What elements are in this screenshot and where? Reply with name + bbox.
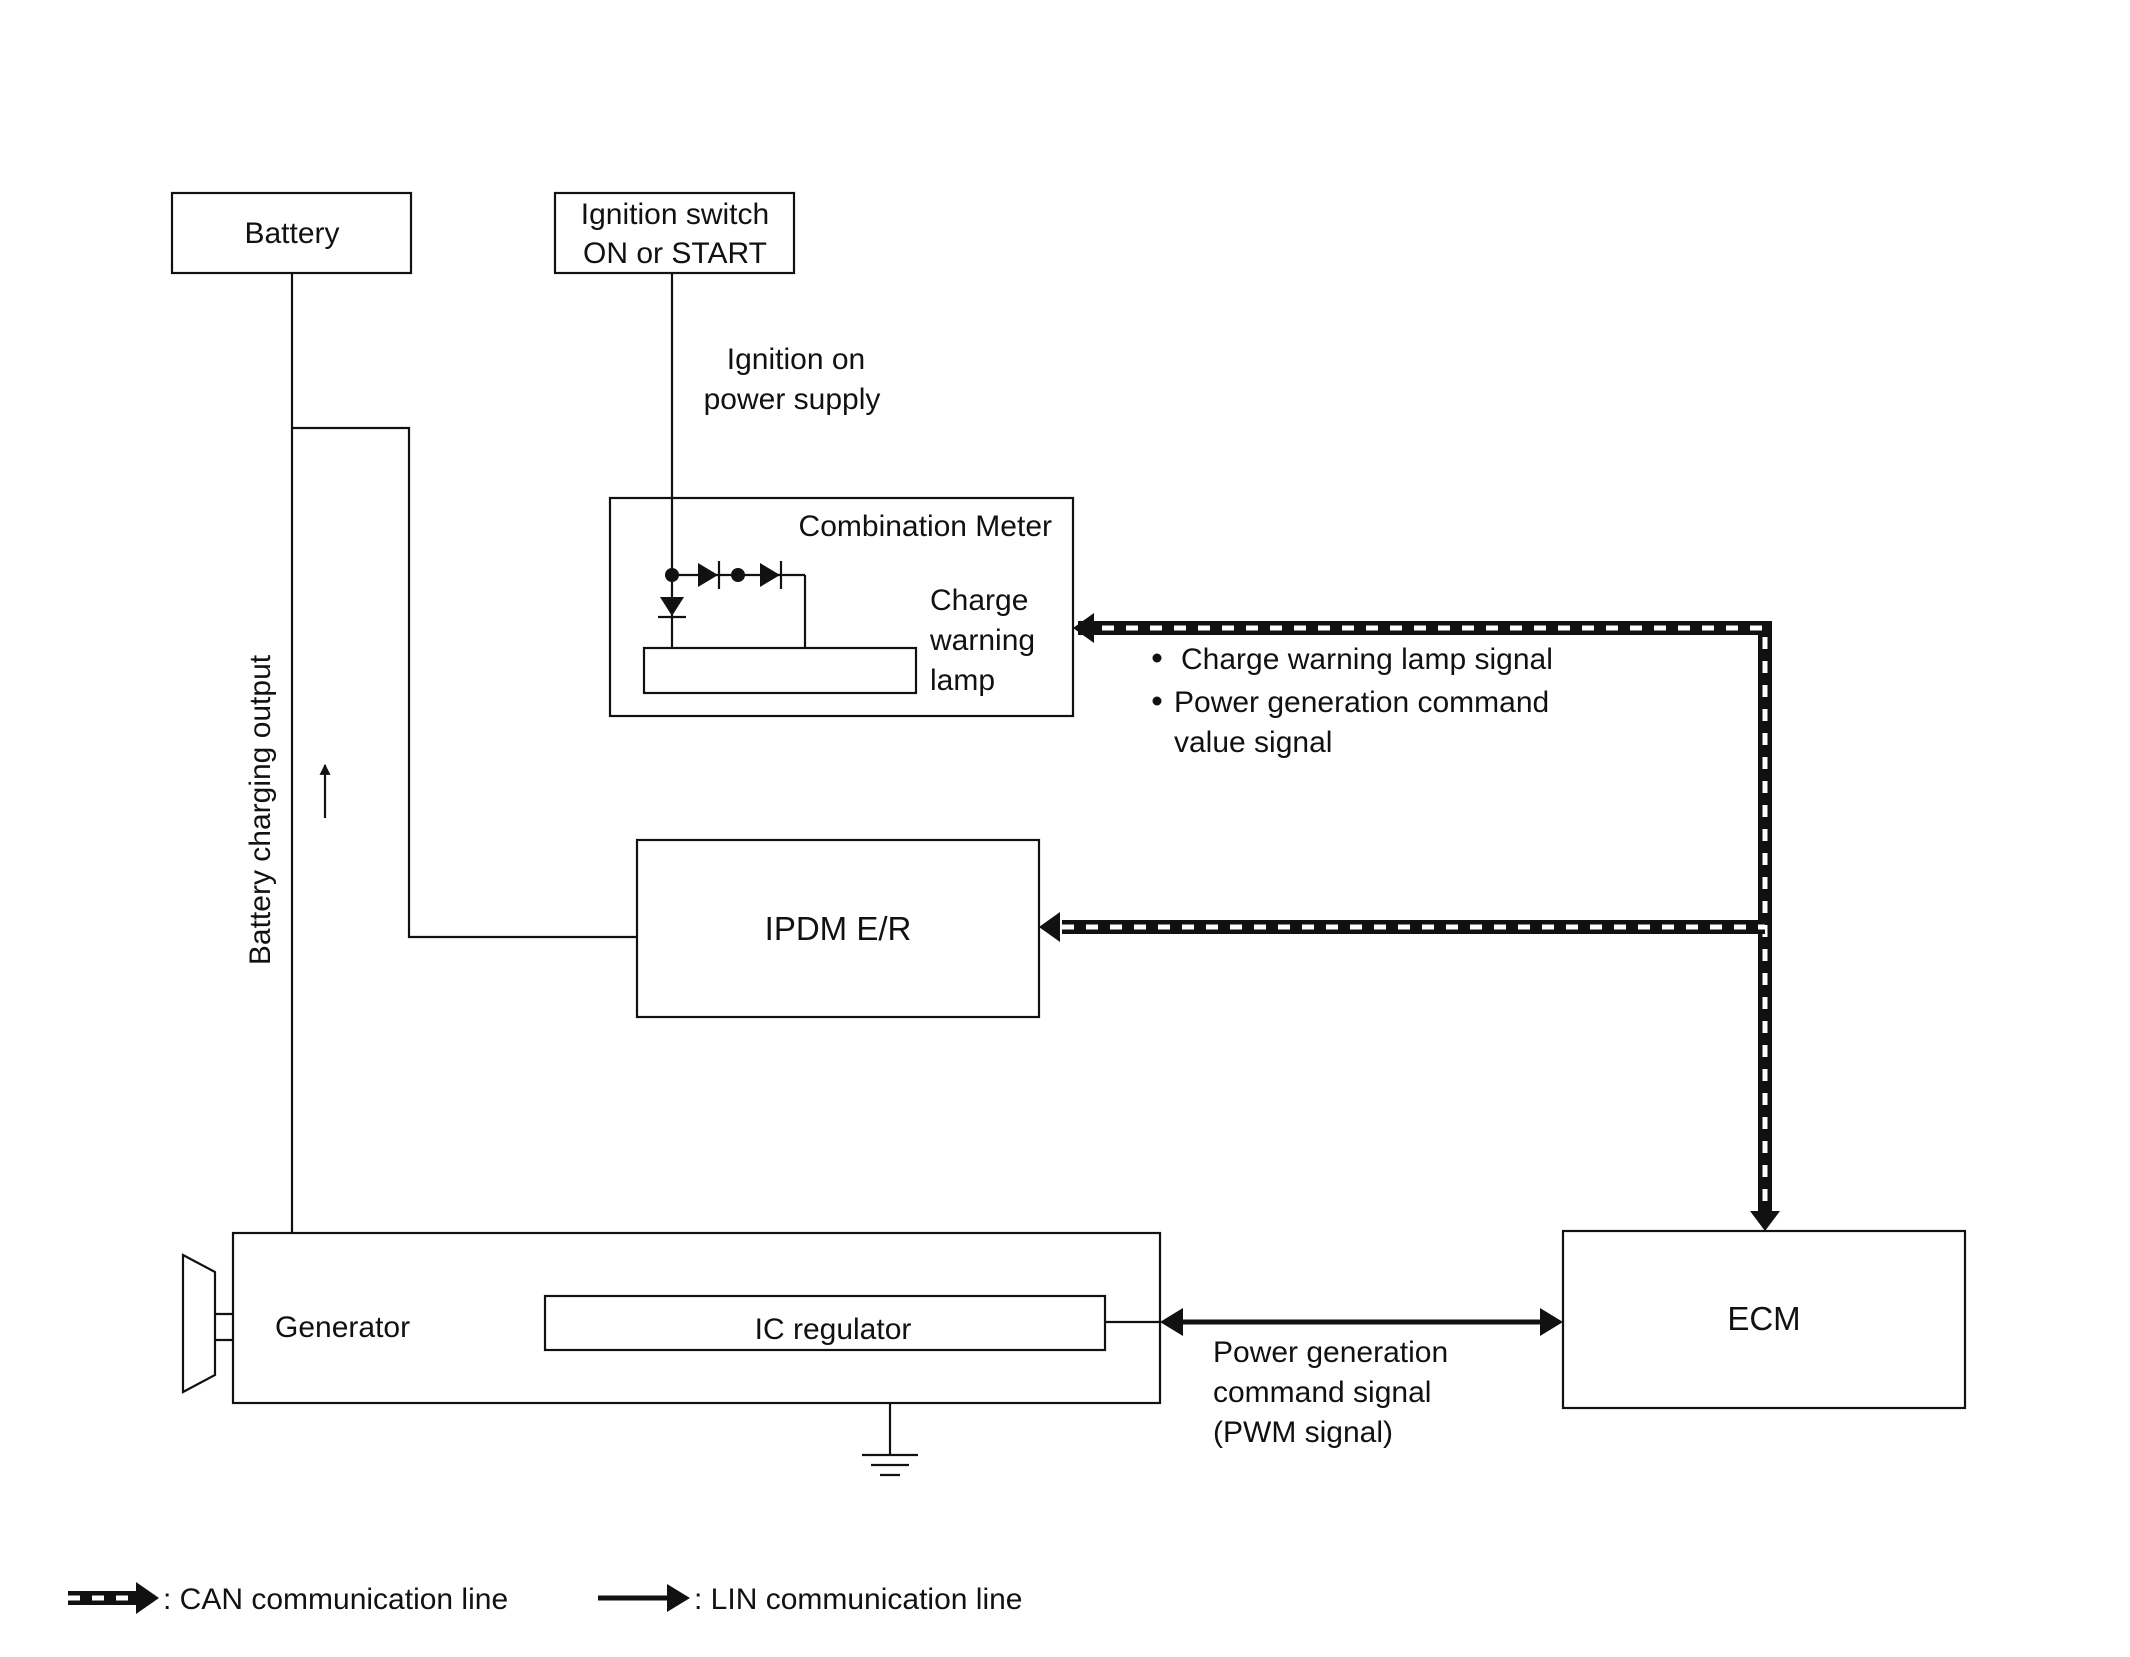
can-arrow-icon bbox=[1073, 613, 1094, 643]
charge-lamp-label-line1: Charge bbox=[930, 584, 1028, 617]
diode-circuit bbox=[658, 561, 807, 648]
lin-signal-label-line1: Power generation bbox=[1213, 1336, 1448, 1369]
ignition-switch-label-line1: Ignition switch bbox=[581, 198, 769, 231]
charge-lamp-label-line2: warning bbox=[929, 624, 1035, 657]
ignition-power-label-line1: Ignition on bbox=[727, 343, 865, 376]
diode-icon bbox=[660, 597, 684, 616]
lin-signal-label-line2: command signal bbox=[1213, 1376, 1431, 1409]
bullet-icon bbox=[1152, 653, 1162, 663]
battery-charging-output-label: Battery charging output bbox=[244, 654, 277, 965]
can-communication-lines bbox=[1039, 613, 1780, 1231]
lin-legend-arrow-icon bbox=[667, 1584, 690, 1612]
legend: : CAN communication line : LIN communica… bbox=[68, 1582, 1022, 1616]
charge-warning-lamp bbox=[642, 646, 918, 695]
can-arrow-icon bbox=[1039, 912, 1060, 942]
ipdm-block: IPDM E/R bbox=[635, 838, 1041, 1019]
combination-meter-label: Combination Meter bbox=[799, 510, 1052, 543]
ignition-switch-label-line2: ON or START bbox=[583, 237, 767, 270]
can-signal-2-label-line1: Power generation command bbox=[1174, 686, 1549, 719]
can-legend-arrow-icon bbox=[136, 1582, 159, 1614]
diode-icon bbox=[698, 563, 718, 587]
legend-can-label: : CAN communication line bbox=[163, 1583, 508, 1616]
charge-lamp-label-line3: lamp bbox=[930, 664, 995, 697]
lin-communication-line bbox=[1160, 1308, 1563, 1336]
battery-block: Battery bbox=[170, 191, 413, 275]
lin-arrow-icon bbox=[1540, 1308, 1563, 1336]
pulley-icon bbox=[181, 1253, 233, 1394]
can-signal-1-label: Charge warning lamp signal bbox=[1181, 643, 1553, 676]
legend-can: : CAN communication line bbox=[68, 1582, 508, 1616]
generator-label: Generator bbox=[275, 1311, 410, 1344]
ignition-power-label-line2: power supply bbox=[704, 383, 881, 416]
battery-label: Battery bbox=[244, 217, 339, 250]
legend-lin: : LIN communication line bbox=[598, 1583, 1022, 1616]
ground-icon bbox=[862, 1403, 918, 1477]
bullet-icon bbox=[1152, 696, 1162, 706]
legend-lin-label: : LIN communication line bbox=[694, 1583, 1022, 1616]
diode-icon bbox=[760, 563, 780, 587]
can-arrow-icon bbox=[1750, 1211, 1780, 1231]
can-signal-2-label-line2: value signal bbox=[1174, 726, 1332, 759]
generator-block: Generator IC regulator bbox=[231, 1231, 1162, 1405]
battery-to-ipdm-wire bbox=[292, 426, 637, 939]
ipdm-label: IPDM E/R bbox=[765, 910, 912, 947]
lin-signal-label-line3: (PWM signal) bbox=[1213, 1416, 1393, 1449]
ignition-switch-block: Ignition switch ON or START bbox=[553, 191, 796, 275]
ic-regulator-box bbox=[543, 1294, 1107, 1352]
lin-arrow-icon bbox=[1160, 1308, 1183, 1336]
ecm-block: ECM bbox=[1561, 1229, 1967, 1410]
ic-regulator-label: IC regulator bbox=[755, 1313, 912, 1346]
ecm-label: ECM bbox=[1727, 1300, 1800, 1337]
combination-meter-block: Combination Meter Charge warning lamp bbox=[608, 496, 1075, 718]
